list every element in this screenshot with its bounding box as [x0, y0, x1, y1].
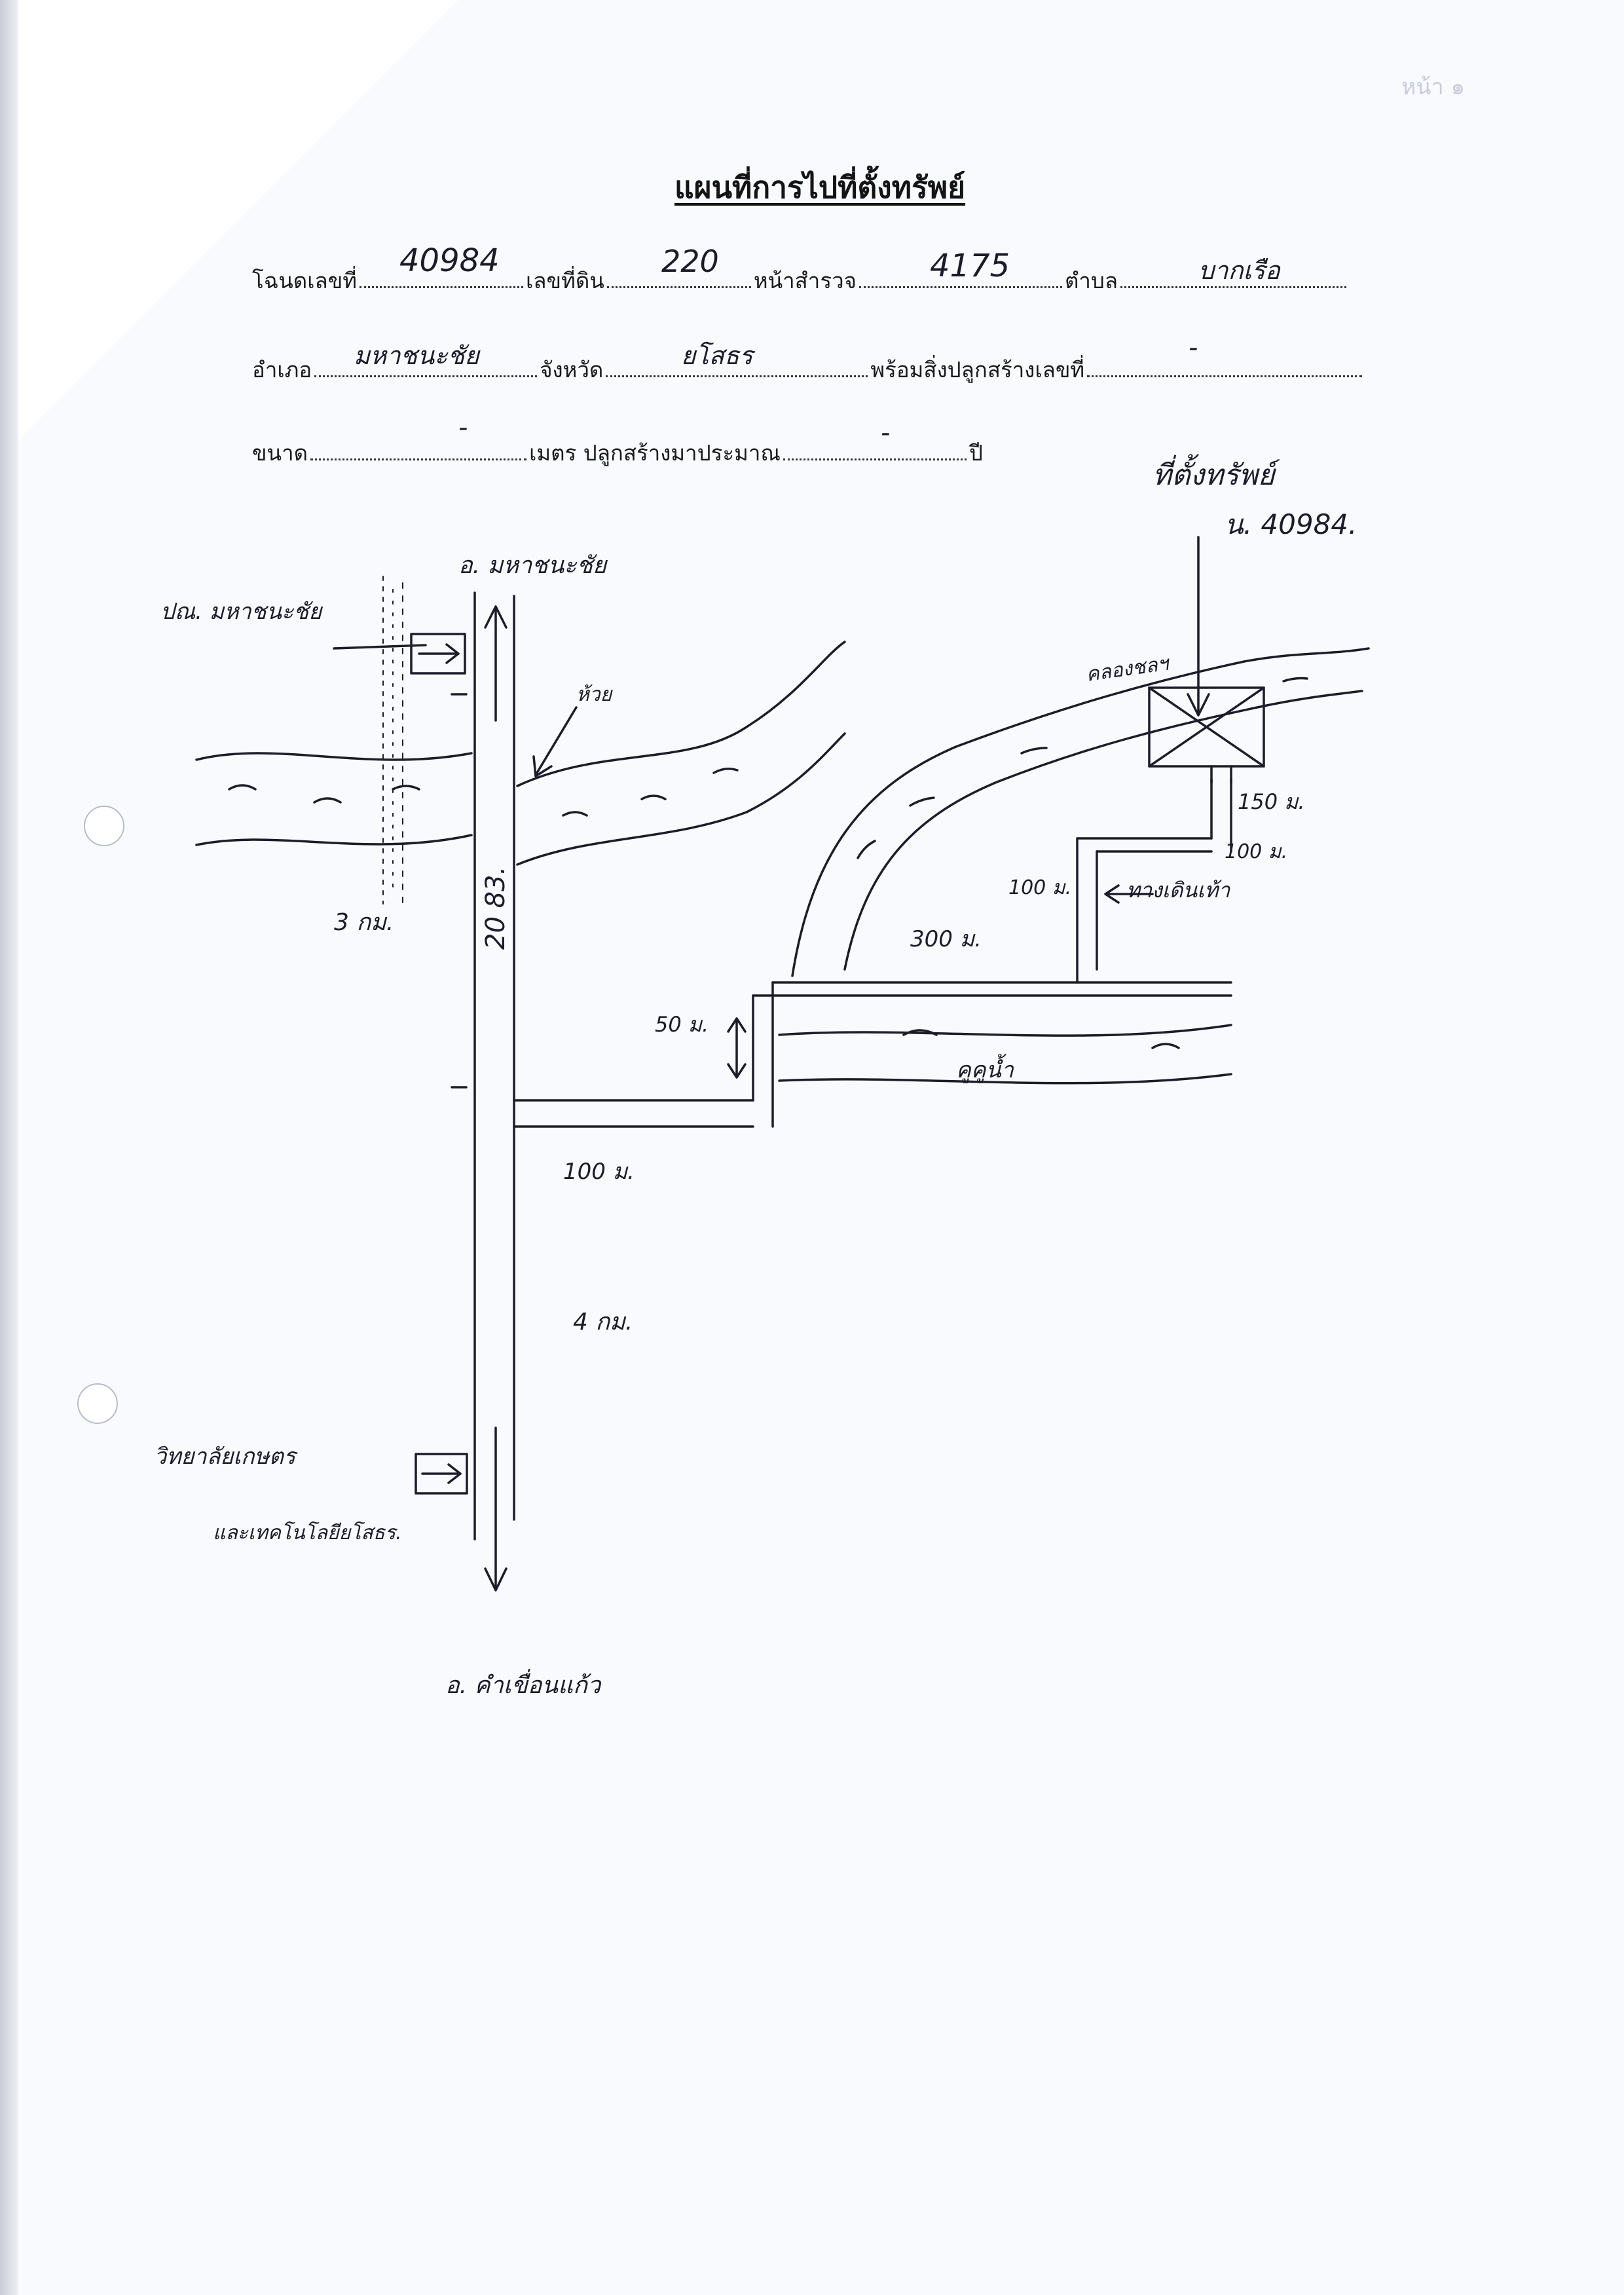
ditch-bottom	[778, 1073, 1232, 1085]
distance-50m: 50 ม.	[655, 1012, 709, 1037]
distance-150m: 150 ม.	[1238, 789, 1305, 814]
subdistrict-value: บากเรือ	[1198, 256, 1280, 285]
south-town-label: อ. คำเขื่อนแก้ว	[445, 1668, 602, 1699]
distance-300m: 300 ม.	[910, 926, 982, 952]
canal-outer	[791, 647, 1370, 977]
highway-label: 20 83.	[481, 867, 511, 950]
survey-page-value: 4175	[930, 248, 1010, 284]
page-label: หน้า ๑	[1401, 74, 1466, 100]
built-dots	[783, 458, 967, 460]
stream-left-bottom	[195, 834, 473, 846]
college-marker	[415, 1453, 468, 1495]
canal-inner	[843, 690, 1363, 971]
punch-hole-top	[84, 806, 124, 846]
distance-100m-branch: 100 ม.	[563, 1159, 635, 1185]
subdistrict-label: ตำบล	[1064, 268, 1118, 293]
stream-left-top	[195, 752, 473, 761]
subdistrict-dots	[1120, 286, 1347, 288]
arrow-down-icon	[484, 1427, 507, 1592]
post-office-label: ปณ. มหาชนะชัย	[160, 599, 323, 625]
size-dots	[310, 458, 527, 460]
deed-value: 40984	[399, 242, 500, 279]
ditch-top	[778, 1024, 1232, 1037]
land-no-label: เลขที่ดิน	[526, 268, 604, 293]
deed-label: โฉนดเลขที่	[252, 268, 358, 293]
building-label: พร้อมสิ่งปลูกสร้างเลขที่	[870, 357, 1085, 382]
page-edge-shadow	[0, 0, 18, 2295]
deed-dots	[360, 286, 524, 288]
built-value: -	[881, 418, 891, 448]
footpath-label: ทางเดินเท้า	[1126, 878, 1230, 903]
district-dots	[314, 375, 538, 377]
distance-100m-vertical: 100 ม.	[1008, 876, 1071, 899]
survey-page-dots	[858, 286, 1062, 288]
land-no-value: 220	[661, 244, 719, 279]
folded-corner	[0, 0, 458, 458]
district-label: อำเภอ	[252, 357, 312, 382]
land-no-dots	[606, 286, 751, 288]
size-unit: เมตร	[529, 440, 577, 466]
distance-3km: 3 กม.	[334, 909, 394, 936]
province-dots	[606, 375, 868, 377]
form-row-deed: โฉนดเลขที่ เลขที่ดิน หน้าสำรวจ ตำบล	[252, 263, 1349, 298]
arrow-up-icon	[484, 605, 507, 722]
form-row-district: อำเภอ จังหวัด พร้อมสิ่งปลูกสร้างเลขที่	[252, 352, 1365, 387]
size-label: ขนาด	[252, 440, 308, 466]
bridge-label: ห้วย	[576, 683, 614, 706]
building-value: -	[1189, 333, 1198, 363]
building-dots	[1087, 375, 1363, 377]
post-office-marker	[333, 633, 466, 675]
college-label-line2: และเทคโนโลยียโสธร.	[213, 1521, 402, 1544]
page-title: แผนที่การไปที่ตั้งทรัพย์	[674, 170, 966, 205]
district-value: มหาชนะชัย	[354, 341, 479, 370]
ditch-label: คูคูน้ำ	[956, 1053, 1014, 1083]
stream-right-bottom	[516, 732, 846, 866]
survey-page-label: หน้าสำรวจ	[753, 268, 857, 293]
boxed-x-icon	[1148, 536, 1265, 768]
stream-right-top	[516, 641, 846, 787]
size-value: -	[458, 413, 468, 443]
province-value: ยโสธร	[681, 341, 753, 370]
north-town-label: อ. มหาชนะชัย	[458, 552, 608, 579]
province-label: จังหวัด	[540, 357, 604, 382]
property-deed: น. 40984.	[1225, 508, 1357, 540]
built-label: ปลูกสร้างมาประมาณ	[583, 440, 781, 466]
distance-4km: 4 กม.	[573, 1309, 633, 1335]
form-row-size: ขนาด เมตร ปลูกสร้างมาประมาณ ปี	[252, 436, 983, 470]
built-unit: ปี	[969, 440, 983, 466]
college-label-line1: วิทยาลัยเกษตร	[154, 1444, 298, 1470]
distance-100m-top: 100 ม.	[1225, 840, 1287, 863]
property-label: ที่ตั้งทรัพย์	[1153, 454, 1280, 492]
punch-hole-bottom	[77, 1383, 118, 1424]
